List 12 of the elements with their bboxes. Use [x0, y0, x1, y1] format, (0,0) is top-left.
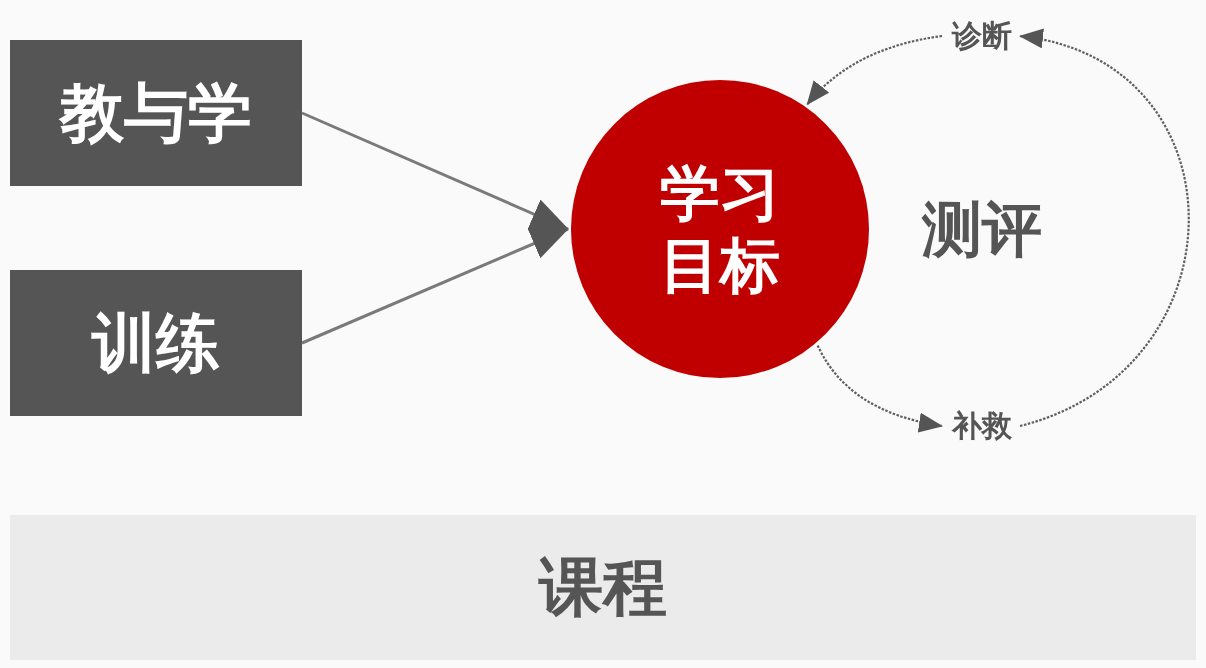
arrow — [301, 111, 569, 231]
dashed-arrow — [806, 34, 943, 106]
process-box: 训练 — [10, 270, 302, 416]
step-label: 补救 — [952, 408, 1012, 444]
section-label: 测评 — [922, 192, 1042, 266]
arrow — [301, 227, 569, 345]
base-band: 课程 — [10, 515, 1196, 660]
dashed-arrow — [1019, 31, 1190, 428]
goal-circle: 学习目标 — [571, 80, 869, 378]
step-label: 诊断 — [952, 18, 1012, 54]
dashed-arrow — [816, 344, 943, 432]
process-box: 教与学 — [10, 40, 302, 186]
